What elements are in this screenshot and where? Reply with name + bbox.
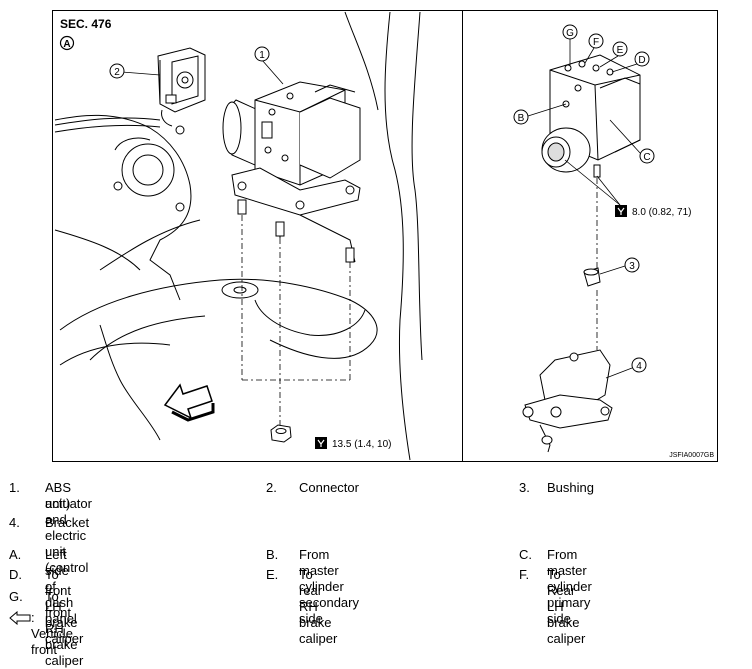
legend-letter-e: E. <box>266 567 279 582</box>
legend-num-3: 3. <box>519 480 530 495</box>
callout-2: 2 <box>109 63 161 79</box>
svg-text:G: G <box>566 28 574 39</box>
svg-text:A: A <box>63 39 70 50</box>
vehicle-front-arrow <box>163 383 215 422</box>
abs-actuator-part-1 <box>222 81 361 263</box>
svg-text:8.0 (0.82, 71): 8.0 (0.82, 71) <box>632 207 691 218</box>
callout-e: E <box>599 41 628 68</box>
svg-text:4: 4 <box>636 361 642 372</box>
legend-text-2: Connector <box>299 480 359 495</box>
legend-letter-b: B. <box>266 547 279 562</box>
callout-d: D <box>611 51 650 73</box>
legend-letter-a-text: Left side of dash panel <box>45 547 77 626</box>
legend-letter-f-text: To Rear LH brake caliper <box>547 567 586 646</box>
section-label: SEC. 476 <box>60 17 112 31</box>
callout-c: C <box>609 119 655 164</box>
callout-b: B <box>513 103 567 125</box>
legend-num-2: 2. <box>266 480 277 495</box>
svg-text:B: B <box>518 113 525 124</box>
bushing-part-3 <box>583 267 601 287</box>
legend-num-4: 4. <box>9 515 20 530</box>
legend-num-1: 1. <box>9 480 20 495</box>
torque-spec-left: 13.5 (1.4, 10) <box>315 437 391 450</box>
figure-code: JSFIA0007GB <box>669 452 714 459</box>
dash-panel-outline <box>54 11 423 461</box>
abs-unit-right <box>541 54 641 178</box>
svg-text:3: 3 <box>629 261 635 272</box>
svg-text:C: C <box>643 152 650 163</box>
assembly-lines-left <box>241 215 351 425</box>
legend-text-4: Bracket <box>45 515 90 530</box>
svg-text:F: F <box>593 37 599 48</box>
callout-f: F <box>584 33 604 64</box>
legend-letter-b-text: From master cylinder secondary side <box>299 547 359 626</box>
legend-letter-c-text: From master cylinder primary side <box>547 547 592 626</box>
callout-4: 4 <box>605 357 647 379</box>
svg-text:1: 1 <box>259 50 265 61</box>
callout-3: 3 <box>599 257 640 275</box>
callout-g: G <box>562 24 578 66</box>
legend-letter-a: A. <box>9 547 22 562</box>
legend-text-1-cont: unit) <box>45 496 71 511</box>
vehicle-front-legend-text: : Vehicle front <box>31 610 73 657</box>
legend-letter-f: F. <box>519 567 530 582</box>
connector-part-2 <box>157 47 206 127</box>
legend-text-1: ABS actuator and electric unit (control <box>45 480 92 575</box>
callout-1: 1 <box>254 46 284 85</box>
legend-letter-e-text: To rear RH brake caliper <box>299 567 338 646</box>
svg-text:E: E <box>617 45 624 56</box>
nut-left <box>270 424 292 443</box>
bracket-part-4 <box>522 349 613 453</box>
exploded-view-diagram: SEC. 476 A <box>52 10 718 462</box>
svg-text:2: 2 <box>114 67 120 78</box>
legend-letter-c: C. <box>519 547 532 562</box>
svg-text:13.5 (1.4, 10): 13.5 (1.4, 10) <box>332 439 391 450</box>
vehicle-front-legend-icon <box>9 611 31 625</box>
legend-letter-g: G. <box>9 589 23 604</box>
torque-spec-right: 8.0 (0.82, 71) <box>564 159 691 218</box>
svg-text:D: D <box>638 55 645 66</box>
legend-text-3: Bushing <box>547 480 594 495</box>
view-a-badge: A <box>59 35 75 51</box>
legend-letter-d: D. <box>9 567 22 582</box>
